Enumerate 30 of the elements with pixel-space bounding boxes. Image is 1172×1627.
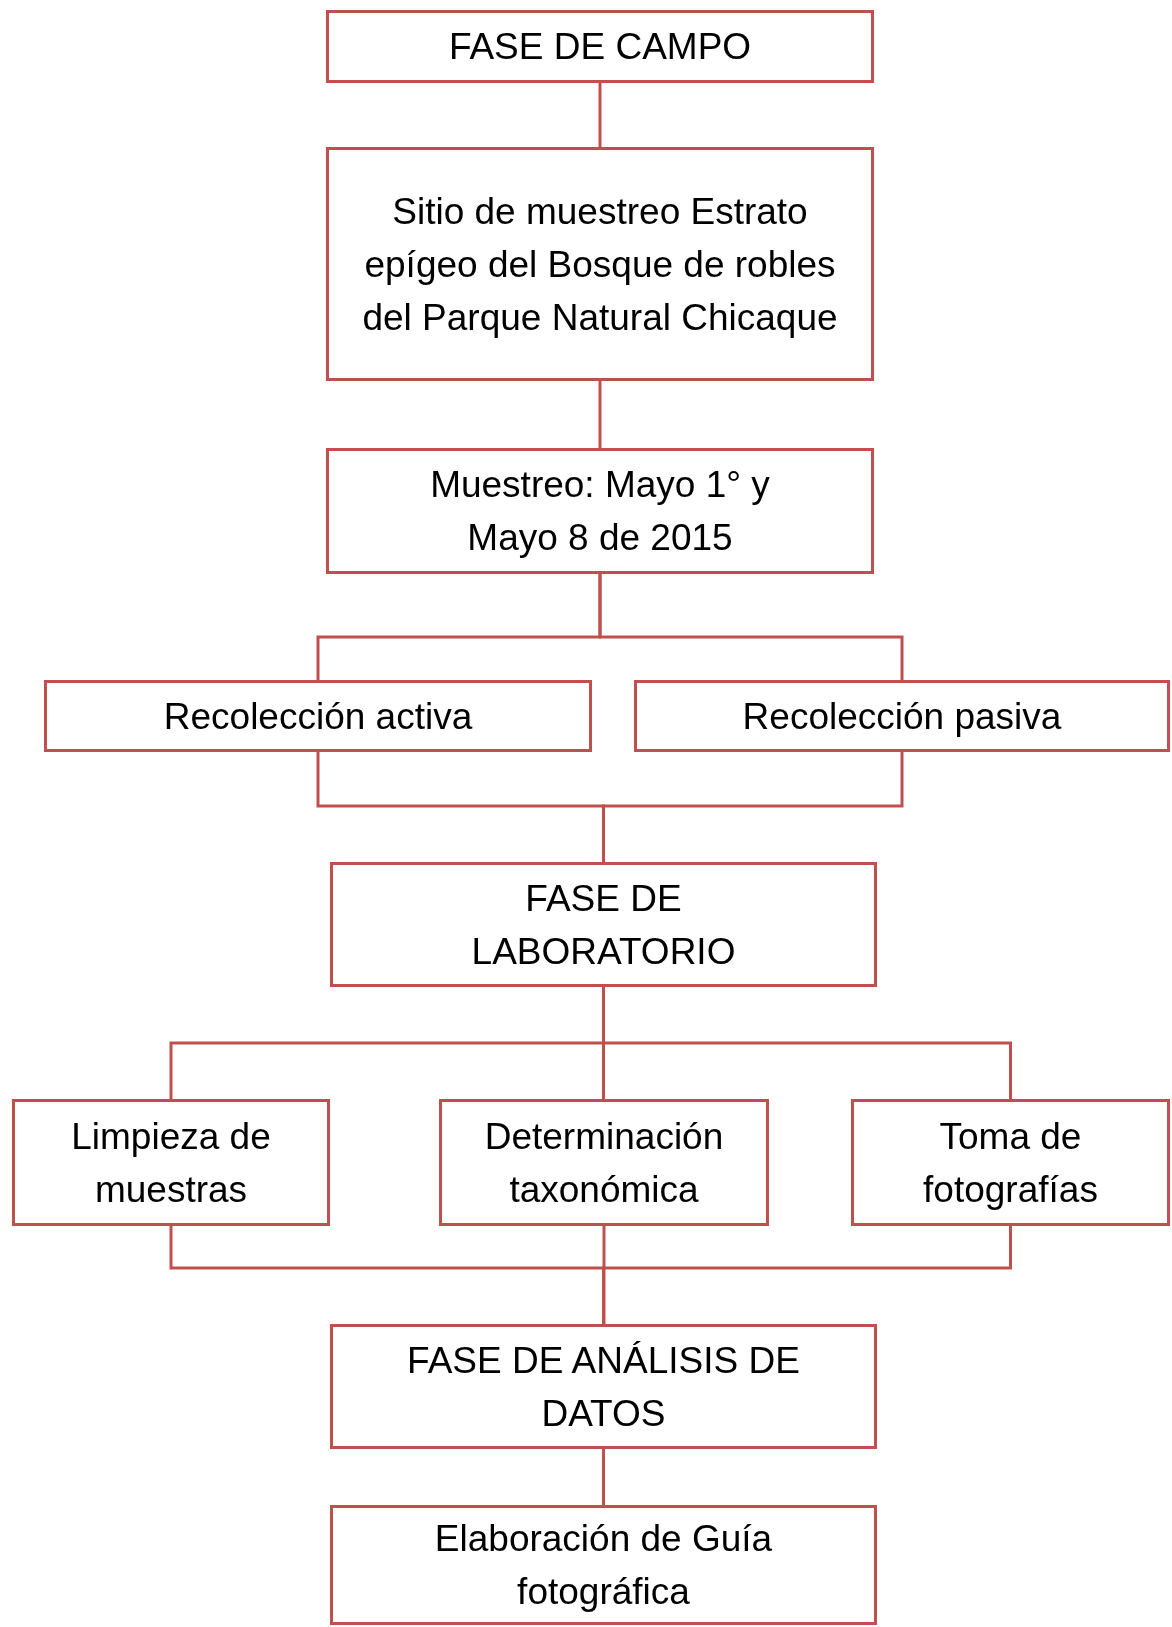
- process-box: [44, 680, 592, 752]
- connector-line: [602, 1449, 605, 1505]
- box-label: FASE DE ANÁLISIS DE DATOS: [406, 1338, 801, 1436]
- box-label: Recolección activa: [163, 694, 473, 739]
- connector-line: [598, 83, 602, 147]
- connector-line: [598, 574, 904, 680]
- process-box: [851, 1099, 1170, 1226]
- process-box: [330, 1505, 877, 1625]
- process-box: [12, 1099, 330, 1226]
- box-label: Toma de fotografías: [922, 1114, 1099, 1212]
- box-label: Determinación taxonómica: [483, 1114, 725, 1212]
- process-box: [326, 10, 874, 83]
- connector-line: [602, 1226, 1012, 1324]
- box-label: FASE DE LABORATORIO: [470, 876, 737, 974]
- process-box: [330, 862, 877, 987]
- process-box: [634, 680, 1170, 752]
- box-label: Muestreo: Mayo 1° y Mayo 8 de 2015: [429, 463, 771, 560]
- process-box: [439, 1099, 769, 1226]
- connector-line: [602, 1226, 606, 1324]
- box-label: Recolección pasiva: [742, 694, 1062, 739]
- connector-line: [598, 381, 602, 448]
- box-label: Limpieza de muestras: [70, 1114, 272, 1212]
- connector-line: [602, 987, 1012, 1099]
- process-box: [326, 448, 874, 574]
- box-label: Sitio de muestreo Estrato epígeo del Bosque de robles del Parque Natural Chicaque: [361, 189, 839, 340]
- process-box: [330, 1324, 877, 1449]
- box-label: Elaboración de Guía fotográfica: [433, 1517, 774, 1614]
- connector-line: [602, 752, 904, 862]
- box-label: FASE DE CAMPO: [448, 25, 752, 69]
- process-box: [326, 147, 874, 381]
